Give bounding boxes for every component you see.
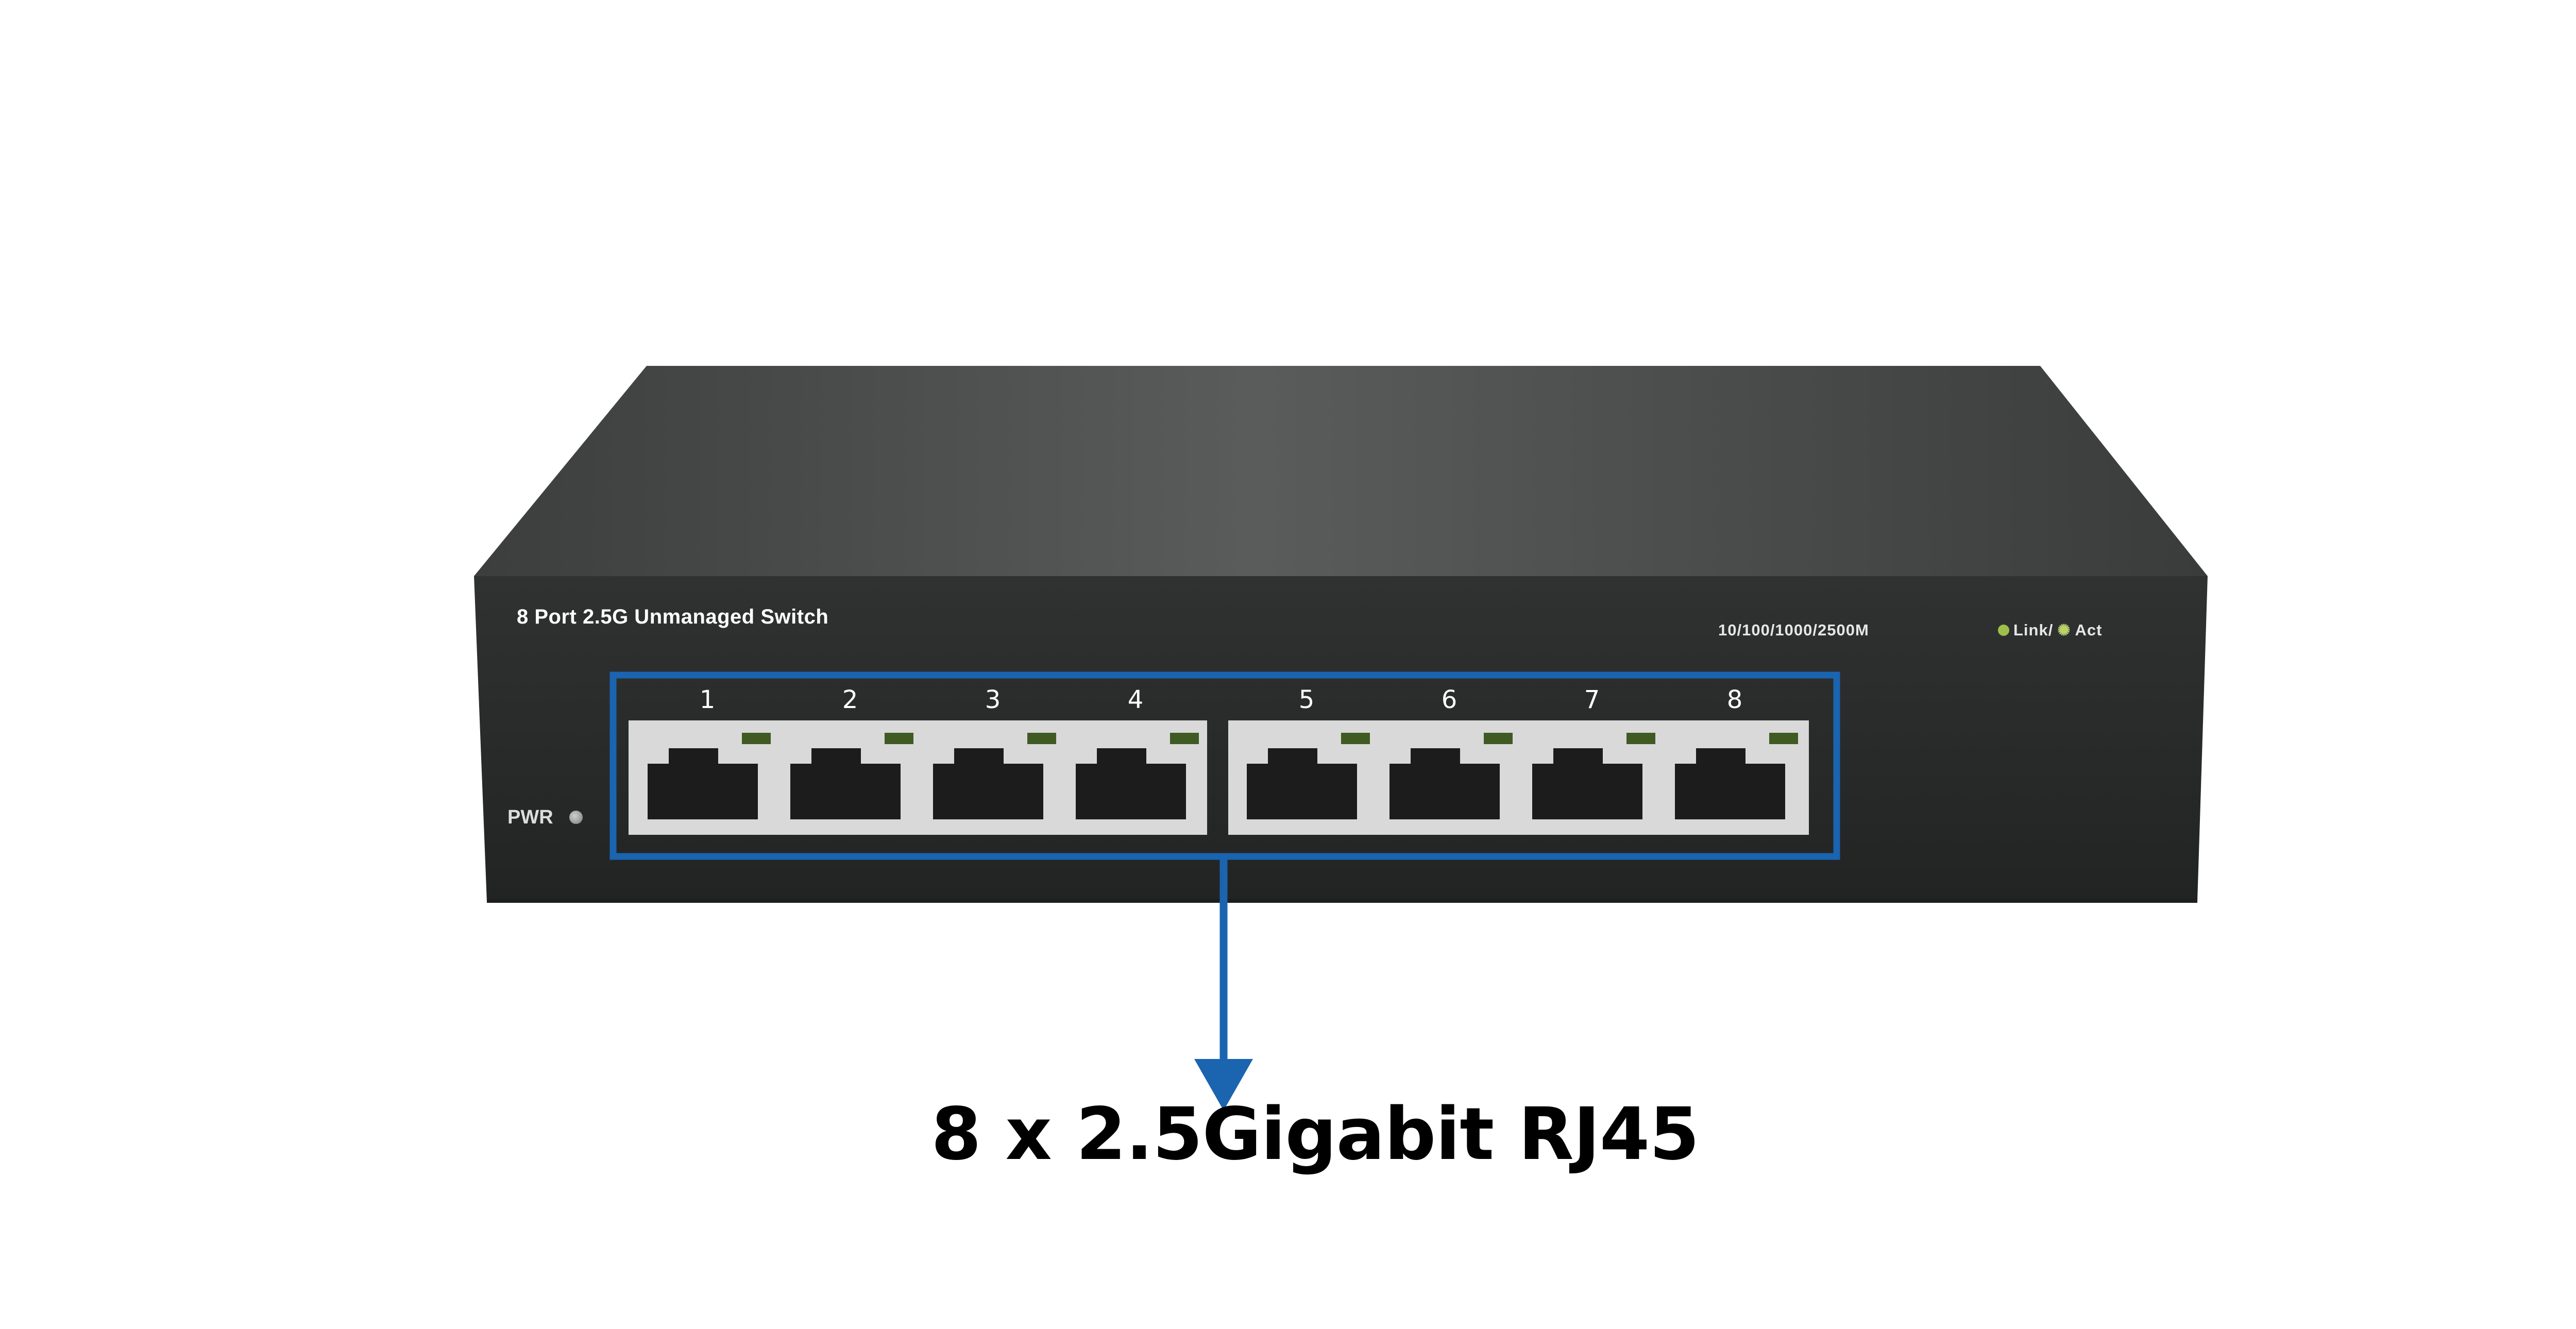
legend-act-text: Act xyxy=(2075,621,2103,639)
port-number-7: 7 xyxy=(1584,685,1600,714)
port-led-5 xyxy=(1341,733,1370,744)
ports-layer xyxy=(648,733,1798,819)
power-led-icon xyxy=(569,811,583,824)
link-led-icon xyxy=(1998,625,2009,636)
port-number-2: 2 xyxy=(842,685,858,714)
rj45-jack-icon xyxy=(1247,748,1357,819)
port-number-1: 1 xyxy=(699,685,716,714)
port-number-5: 5 xyxy=(1298,685,1315,714)
port-led-2 xyxy=(885,733,913,744)
rj45-jack-icon xyxy=(790,748,901,819)
port-number-8: 8 xyxy=(1726,685,1743,714)
rj45-port-6 xyxy=(1389,733,1513,819)
rj45-port-4 xyxy=(1076,733,1199,819)
rj45-port-1 xyxy=(648,733,771,819)
rj45-jack-icon xyxy=(1076,748,1186,819)
rj45-port-7 xyxy=(1532,733,1655,819)
legend-link-text: Link/ xyxy=(2013,621,2054,639)
chassis-base xyxy=(487,899,2197,903)
callout-arrow-head xyxy=(1194,1059,1253,1111)
chassis-top xyxy=(474,366,2208,576)
rj45-port-5 xyxy=(1247,733,1370,819)
port-number-6: 6 xyxy=(1441,685,1458,714)
link-act-legend: Link/ ✺ Act xyxy=(1998,621,2102,640)
port-number-4: 4 xyxy=(1127,685,1144,714)
port-led-3 xyxy=(1027,733,1056,744)
callout-caption: 8 x 2.5Gigabit RJ45 xyxy=(931,1092,1699,1176)
rj45-jack-icon xyxy=(1675,748,1785,819)
rj45-jack-icon xyxy=(933,748,1043,819)
rj45-port-8 xyxy=(1675,733,1798,819)
activity-icon: ✺ xyxy=(2057,621,2071,639)
rj45-port-2 xyxy=(790,733,913,819)
model-label: 8 Port 2.5G Unmanaged Switch xyxy=(517,605,829,628)
port-led-1 xyxy=(742,733,771,744)
pwr-label: PWR xyxy=(507,806,553,828)
port-led-4 xyxy=(1170,733,1199,744)
port-led-7 xyxy=(1626,733,1655,744)
speed-label: 10/100/1000/2500M xyxy=(1718,621,1869,639)
rj45-jack-icon xyxy=(1532,748,1642,819)
port-led-6 xyxy=(1484,733,1513,744)
rj45-jack-icon xyxy=(1389,748,1500,819)
rj45-jack-icon xyxy=(648,748,758,819)
port-number-3: 3 xyxy=(985,685,1001,714)
port-led-8 xyxy=(1769,733,1798,744)
rj45-port-3 xyxy=(933,733,1056,819)
